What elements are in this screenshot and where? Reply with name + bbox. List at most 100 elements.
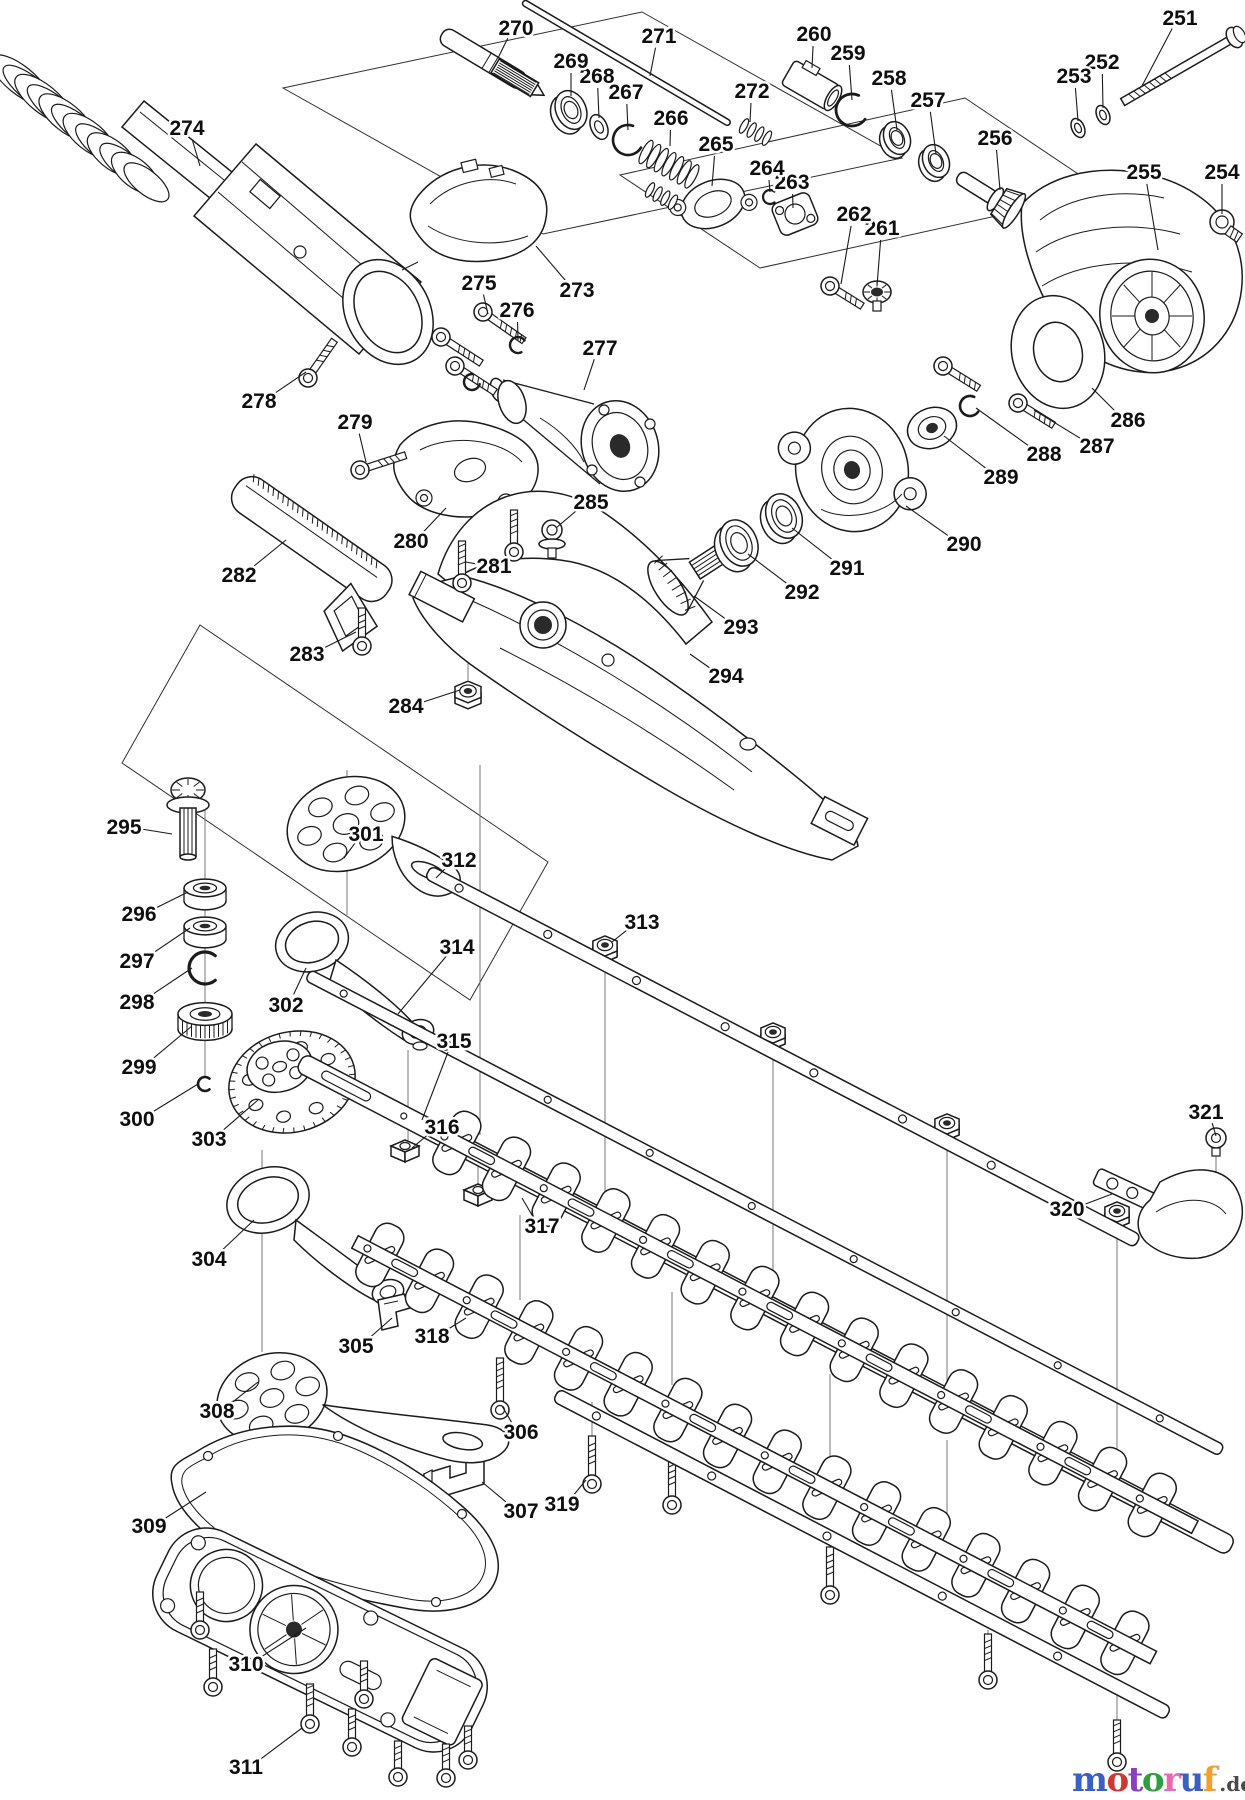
part-label-291: 291 bbox=[829, 557, 864, 580]
part-label-266: 266 bbox=[653, 107, 688, 130]
screw-shape bbox=[933, 356, 982, 393]
part-label-316: 316 bbox=[424, 1116, 459, 1139]
part-label-286: 286 bbox=[1110, 409, 1145, 432]
part-label-273: 273 bbox=[559, 279, 594, 302]
leader-line-264 bbox=[768, 179, 771, 193]
part-label-307: 307 bbox=[503, 1500, 538, 1523]
blade-bar-shape bbox=[553, 1389, 1171, 1719]
leader-line-252 bbox=[1101, 73, 1104, 109]
screw-shape bbox=[350, 451, 408, 480]
leader-line-306 bbox=[501, 1405, 513, 1423]
watermark-letter: r bbox=[1163, 1760, 1182, 1800]
snap-ring-shape bbox=[761, 188, 776, 206]
part-285-bolt bbox=[538, 519, 566, 559]
bearing-shape bbox=[759, 493, 804, 545]
leader-line-289 bbox=[943, 435, 989, 471]
leader-line-314 bbox=[397, 955, 447, 1015]
locknut-shape bbox=[760, 1022, 786, 1050]
leader-line-313 bbox=[611, 928, 630, 943]
leader-line-260 bbox=[811, 45, 814, 69]
part-label-279: 279 bbox=[337, 411, 372, 434]
bearing-shape bbox=[183, 916, 227, 949]
part-label-257: 257 bbox=[910, 89, 945, 112]
leader-line-309 bbox=[162, 1491, 207, 1521]
part-label-319: 319 bbox=[544, 1493, 579, 1516]
part-label-270: 270 bbox=[498, 17, 533, 40]
snap-ring-shape bbox=[462, 372, 481, 392]
part-294-housing bbox=[408, 490, 869, 861]
part-label-321: 321 bbox=[1188, 1101, 1223, 1124]
leader-line-288 bbox=[975, 407, 1032, 448]
leader-line-278 bbox=[272, 371, 307, 396]
part-label-312: 312 bbox=[441, 849, 476, 872]
part-321-screw bbox=[1205, 1127, 1227, 1157]
part-label-293: 293 bbox=[723, 616, 758, 639]
part-label-306: 306 bbox=[503, 1421, 538, 1444]
watermark-letter: t bbox=[1128, 1760, 1144, 1800]
screw-shape bbox=[190, 1591, 210, 1640]
washer-shape bbox=[589, 113, 609, 141]
part-label-267: 267 bbox=[608, 81, 643, 104]
part-271-drive-shaft bbox=[521, 0, 731, 127]
bearing-shape bbox=[549, 89, 588, 135]
leader-line-287 bbox=[1033, 409, 1084, 441]
leader-line-277 bbox=[583, 359, 595, 391]
part-label-255: 255 bbox=[1126, 161, 1161, 184]
part-label-309: 309 bbox=[131, 1515, 166, 1538]
leader-line-285 bbox=[555, 508, 579, 529]
gear-shape bbox=[177, 1001, 233, 1042]
part-label-275: 275 bbox=[461, 272, 496, 295]
blade-bar-shape bbox=[306, 970, 1224, 1455]
part-label-301: 301 bbox=[348, 823, 383, 846]
screw-shape bbox=[436, 1743, 456, 1788]
part-label-313: 313 bbox=[624, 911, 659, 934]
part-289-bushing bbox=[906, 406, 958, 450]
part-label-280: 280 bbox=[393, 530, 428, 553]
part-label-276: 276 bbox=[499, 299, 534, 322]
leader-line-283 bbox=[321, 631, 357, 650]
screw-shape bbox=[203, 1648, 223, 1697]
part-274-bellows-tube bbox=[0, 54, 434, 366]
part-label-310: 310 bbox=[228, 1653, 263, 1676]
watermark-logo: motoruf'.de bbox=[1072, 1760, 1245, 1800]
locknut-shape bbox=[592, 935, 618, 963]
leader-line-291 bbox=[791, 527, 835, 562]
leader-line-304 bbox=[220, 1219, 255, 1252]
washer-shape bbox=[1095, 104, 1111, 126]
part-308-plate bbox=[216, 1351, 510, 1464]
part-labels: 2512522532542552562572582592602612622632… bbox=[104, 5, 1242, 1782]
part-label-287: 287 bbox=[1079, 435, 1114, 458]
part-263-flange bbox=[771, 192, 819, 236]
part-label-289: 289 bbox=[983, 466, 1018, 489]
leader-line-251 bbox=[1141, 28, 1173, 87]
part-260-coupler bbox=[781, 59, 843, 112]
leader-line-259 bbox=[848, 64, 853, 101]
leader-line-273 bbox=[535, 245, 567, 282]
washer-shape bbox=[1070, 117, 1086, 139]
leader-line-271 bbox=[649, 47, 657, 77]
part-label-288: 288 bbox=[1026, 443, 1061, 466]
part-label-299: 299 bbox=[121, 1056, 156, 1079]
leader-line-256 bbox=[995, 149, 1001, 191]
leader-line-299 bbox=[151, 1025, 193, 1061]
screw-shape bbox=[1107, 1719, 1127, 1772]
leader-line-303 bbox=[221, 1099, 259, 1132]
screw-shape bbox=[354, 1660, 374, 1709]
leader-line-316 bbox=[411, 1133, 430, 1149]
screw-shape bbox=[504, 509, 524, 562]
part-label-282: 282 bbox=[221, 564, 256, 587]
part-265-plate bbox=[669, 178, 758, 230]
part-320-tip-guard bbox=[1092, 1168, 1243, 1260]
leader-line-312 bbox=[435, 867, 447, 879]
watermark-mark: ' bbox=[1216, 1762, 1220, 1781]
part-295-spindle bbox=[166, 777, 210, 861]
part-label-264: 264 bbox=[749, 157, 784, 180]
leader-line-310 bbox=[259, 1627, 307, 1659]
bearing-shape bbox=[917, 143, 951, 183]
part-label-285: 285 bbox=[573, 491, 608, 514]
spring-shape bbox=[638, 139, 700, 189]
watermark-letter: o bbox=[1106, 1760, 1128, 1800]
part-label-256: 256 bbox=[977, 127, 1012, 150]
part-label-251: 251 bbox=[1162, 7, 1197, 30]
